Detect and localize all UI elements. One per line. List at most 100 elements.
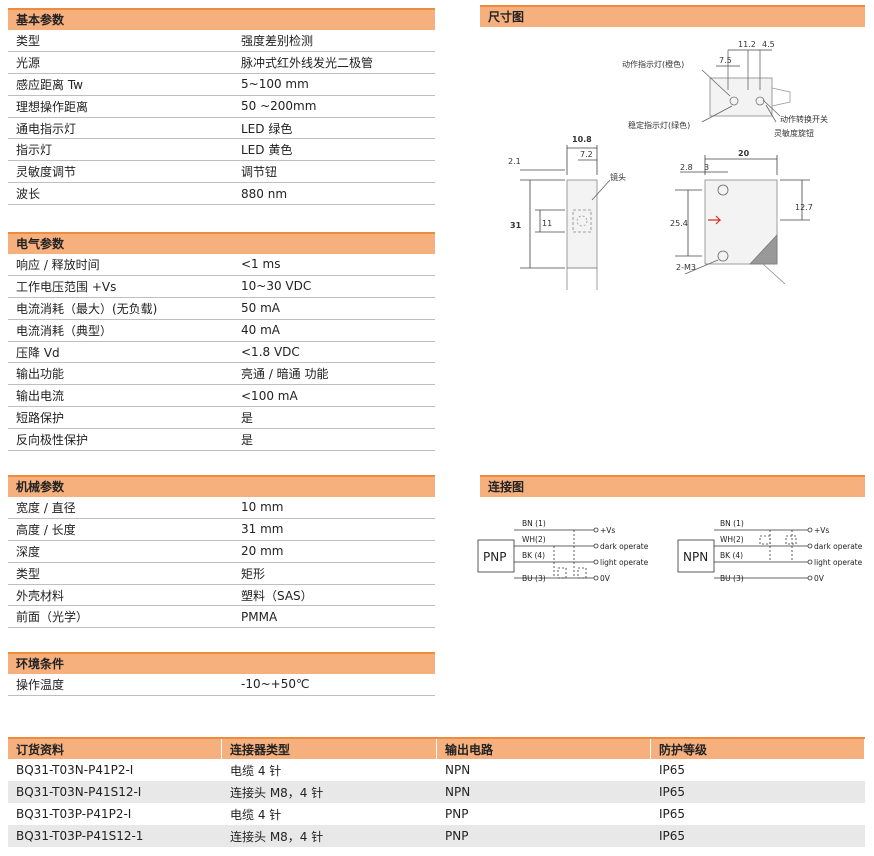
environment-table: 操作温度-10~+50℃ — [8, 674, 435, 696]
param-value: LED 绿色 — [241, 121, 293, 136]
npn-0v: 0V — [814, 574, 825, 583]
dim-4-5: 4.5 — [762, 40, 775, 49]
table-row: BQ31-T03N-P41S12-I 连接头 M8，4 针 NPN IP65 — [8, 781, 865, 803]
param-value: 31 mm — [241, 522, 284, 537]
npn-label: NPN — [683, 550, 708, 564]
label-2-m3: 2-M3 — [676, 263, 696, 272]
label-lens: 镜头 — [610, 172, 626, 182]
table-row: 前面（光学） PMMA — [8, 606, 435, 629]
npn-bn: BN (1) — [720, 519, 744, 528]
param-value: 5~100 mm — [241, 77, 309, 92]
table-row: 外壳材料 塑料（SAS） — [8, 585, 435, 607]
table-row: 操作温度-10~+50℃ — [8, 674, 435, 696]
table-row: 输出电流 <100 mA — [8, 385, 435, 408]
dim-7-5: 7.5 — [719, 56, 732, 65]
pnp-vs: +Vs — [600, 526, 615, 535]
param-value: 塑料（SAS） — [241, 588, 313, 603]
table-row: 光源脉冲式红外线发光二极管 — [8, 52, 435, 74]
param-value: 脉冲式红外线发光二极管 — [241, 55, 374, 70]
protection-rating: IP65 — [659, 807, 686, 821]
param-value: 亮通 / 暗通 功能 — [241, 367, 329, 382]
param-value: 50 ~200mm — [241, 99, 317, 114]
param-key: 外壳材料 — [16, 588, 65, 603]
output-circuit: NPN — [445, 763, 471, 777]
pnp-0v: 0V — [600, 574, 611, 583]
table-row: BQ31-T03P-P41S12-1 连接头 M8，4 针 PNP IP65 — [8, 825, 865, 847]
column-header: 连接器类型 — [222, 739, 437, 759]
param-value: 880 nm — [241, 186, 288, 201]
param-key: 工作电压范围 +Vs — [16, 279, 117, 294]
npn-light-operate: light operate — [814, 558, 863, 567]
dim-20: 20 — [738, 149, 750, 158]
connection-header: 连接图 — [480, 475, 865, 497]
param-key: 理想操作距离 — [16, 99, 89, 114]
param-value: <1.8 VDC — [241, 345, 300, 359]
table-row: 输出功能亮通 / 暗通 功能 — [8, 363, 435, 386]
dim-12-7: 12.7 — [795, 203, 813, 212]
param-key: 电流消耗（最大）(无负载) — [16, 301, 158, 316]
ordering-header-row: 订货资料 连接器类型 输出电路 防护等级 — [8, 737, 865, 759]
param-key: 深度 — [16, 544, 41, 559]
npn-wh: WH(2) — [720, 535, 744, 544]
dim-31: 31 — [510, 221, 522, 230]
param-key: 通电指示灯 — [16, 121, 77, 136]
electrical-params-header: 电气参数 — [8, 232, 435, 254]
column-header: 输出电路 — [437, 739, 651, 759]
npn-bk: BK (4) — [720, 551, 743, 560]
table-row: 理想操作距离 50 ~200mm — [8, 96, 435, 118]
param-key: 短路保护 — [16, 411, 65, 426]
order-code: BQ31-T03N-P41S12-I — [16, 785, 142, 799]
dimension-drawing: 11.2 4.5 7.5 动作指示灯(橙色) 稳定指示灯(绿色) 动作转换开关 … — [508, 40, 828, 290]
param-key: 响应 / 释放时间 — [16, 257, 100, 272]
protection-rating: IP65 — [659, 763, 686, 777]
dim-2-1: 2.1 — [508, 157, 521, 166]
param-key: 宽度 / 直径 — [16, 500, 76, 515]
table-row: 电流消耗（典型） 40 mA — [8, 320, 435, 342]
dimensions-header: 尺寸图 — [480, 5, 865, 27]
dim-2-8: 2.8 — [680, 163, 693, 172]
mechanical-params-header: 机械参数 — [8, 475, 435, 497]
pnp-dark-operate: dark operate — [600, 542, 649, 551]
dim-25-4: 25.4 — [670, 219, 688, 228]
param-key: 感应距离 Tw — [16, 77, 83, 92]
npn-dark-operate: dark operate — [814, 542, 863, 551]
table-row: BQ31-T03P-P41P2-I 电缆 4 针 PNP IP65 — [8, 803, 865, 825]
param-key: 反向极性保护 — [16, 433, 89, 448]
protection-rating: IP65 — [659, 829, 686, 843]
label-action-led: 动作指示灯(橙色) — [622, 59, 684, 69]
output-circuit: PNP — [445, 807, 469, 821]
param-value: PMMA — [241, 609, 278, 624]
param-value: 20 mm — [241, 544, 284, 559]
npn-bu: BU (3) — [720, 574, 744, 583]
param-value: 50 mA — [241, 301, 280, 316]
param-key: 指示灯 — [16, 143, 53, 158]
label-action-switch: 动作转换开关 — [780, 114, 828, 124]
output-circuit: NPN — [445, 785, 471, 799]
table-row: 响应 / 释放时间<1 ms — [8, 254, 435, 276]
table-row: 压降 Vd<1.8 VDC — [8, 342, 435, 364]
param-value: 40 mA — [241, 323, 280, 338]
table-row: 波长 880 nm — [8, 183, 435, 206]
column-header: 订货资料 — [8, 739, 222, 759]
output-circuit: PNP — [445, 829, 469, 843]
param-key: 电流消耗（典型） — [16, 323, 113, 338]
order-code: BQ31-T03N-P41P2-I — [16, 763, 134, 777]
param-key: 波长 — [16, 187, 41, 202]
param-key: 输出电流 — [16, 389, 65, 404]
connector-type: 电缆 4 针 — [230, 763, 282, 778]
label-stable-led: 稳定指示灯(绿色) — [628, 120, 690, 130]
table-row: 灵敏度调节调节钮 — [8, 161, 435, 184]
environment-header: 环境条件 — [8, 652, 435, 674]
param-value: <100 mA — [241, 388, 298, 403]
basic-params-header: 基本参数 — [8, 8, 435, 30]
pnp-label: PNP — [483, 550, 506, 564]
dim-10-8: 10.8 — [572, 135, 592, 144]
param-key: 前面（光学） — [16, 610, 89, 625]
npn-vs: +Vs — [814, 526, 829, 535]
pnp-bk: BK (4) — [522, 551, 545, 560]
table-row: 通电指示灯 LED 绿色 — [8, 118, 435, 140]
